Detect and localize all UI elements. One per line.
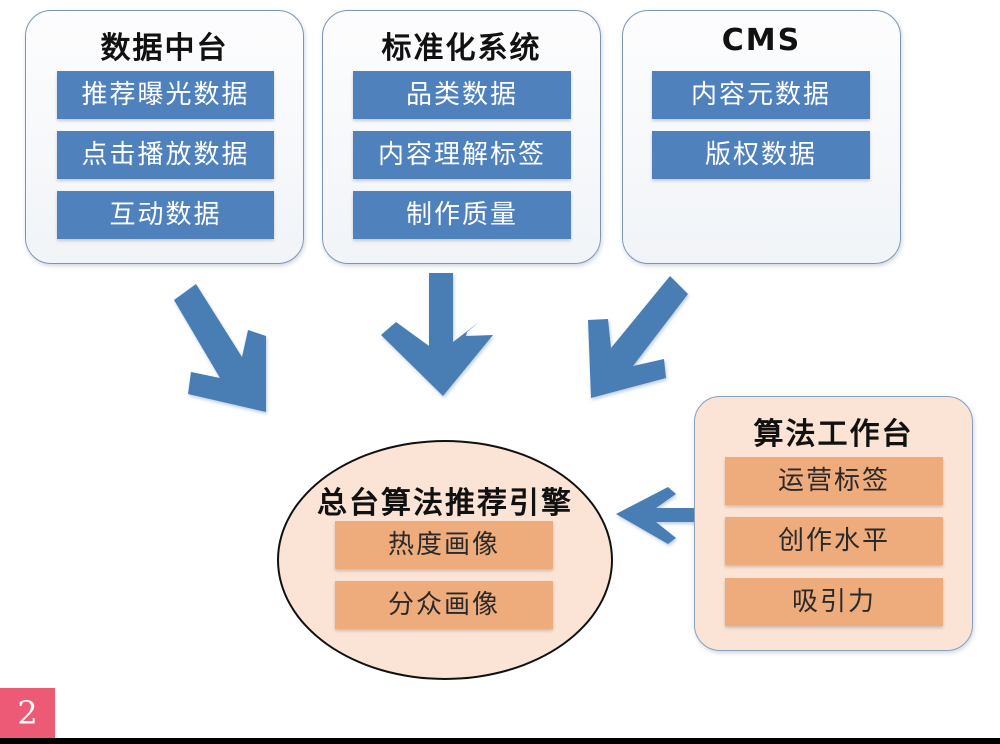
arrow-down-left-icon: [588, 276, 688, 398]
workbench-item: 创作水平: [725, 517, 943, 565]
source-box-title: CMS: [721, 23, 802, 58]
source-item: 制作质量: [353, 191, 571, 239]
algorithm-workbench-box: 算法工作台 运营标签 创作水平 吸引力: [694, 396, 973, 651]
source-box-cms: CMS 内容元数据 版权数据: [622, 10, 901, 264]
source-box-standardization: 标准化系统 品类数据 内容理解标签 制作质量: [322, 10, 601, 264]
source-box-title: 标准化系统: [381, 31, 542, 66]
source-item: 品类数据: [353, 71, 571, 119]
engine-item: 热度画像: [335, 521, 553, 569]
page-number-badge: 2: [0, 688, 55, 738]
source-item: 内容元数据: [652, 71, 870, 119]
source-item: 版权数据: [652, 131, 870, 179]
arrow-down-icon: [381, 273, 493, 396]
source-item: 互动数据: [57, 191, 274, 239]
workbench-title: 算法工作台: [753, 417, 914, 452]
bottom-bar: [0, 738, 1000, 744]
source-box-data-platform: 数据中台 推荐曝光数据 点击播放数据 互动数据: [25, 10, 304, 264]
arrow-down-right-icon: [174, 284, 266, 412]
workbench-item: 吸引力: [725, 578, 943, 626]
arrow-left-icon: [616, 487, 695, 544]
recommendation-engine: 总台算法推荐引擎 热度画像 分众画像: [277, 440, 613, 680]
source-item: 内容理解标签: [353, 131, 571, 179]
source-box-title: 数据中台: [100, 31, 229, 66]
engine-title: 总台算法推荐引擎: [317, 486, 573, 521]
workbench-item: 运营标签: [725, 457, 943, 505]
source-item: 点击播放数据: [57, 131, 274, 179]
engine-item: 分众画像: [335, 581, 553, 629]
source-item: 推荐曝光数据: [57, 71, 274, 119]
